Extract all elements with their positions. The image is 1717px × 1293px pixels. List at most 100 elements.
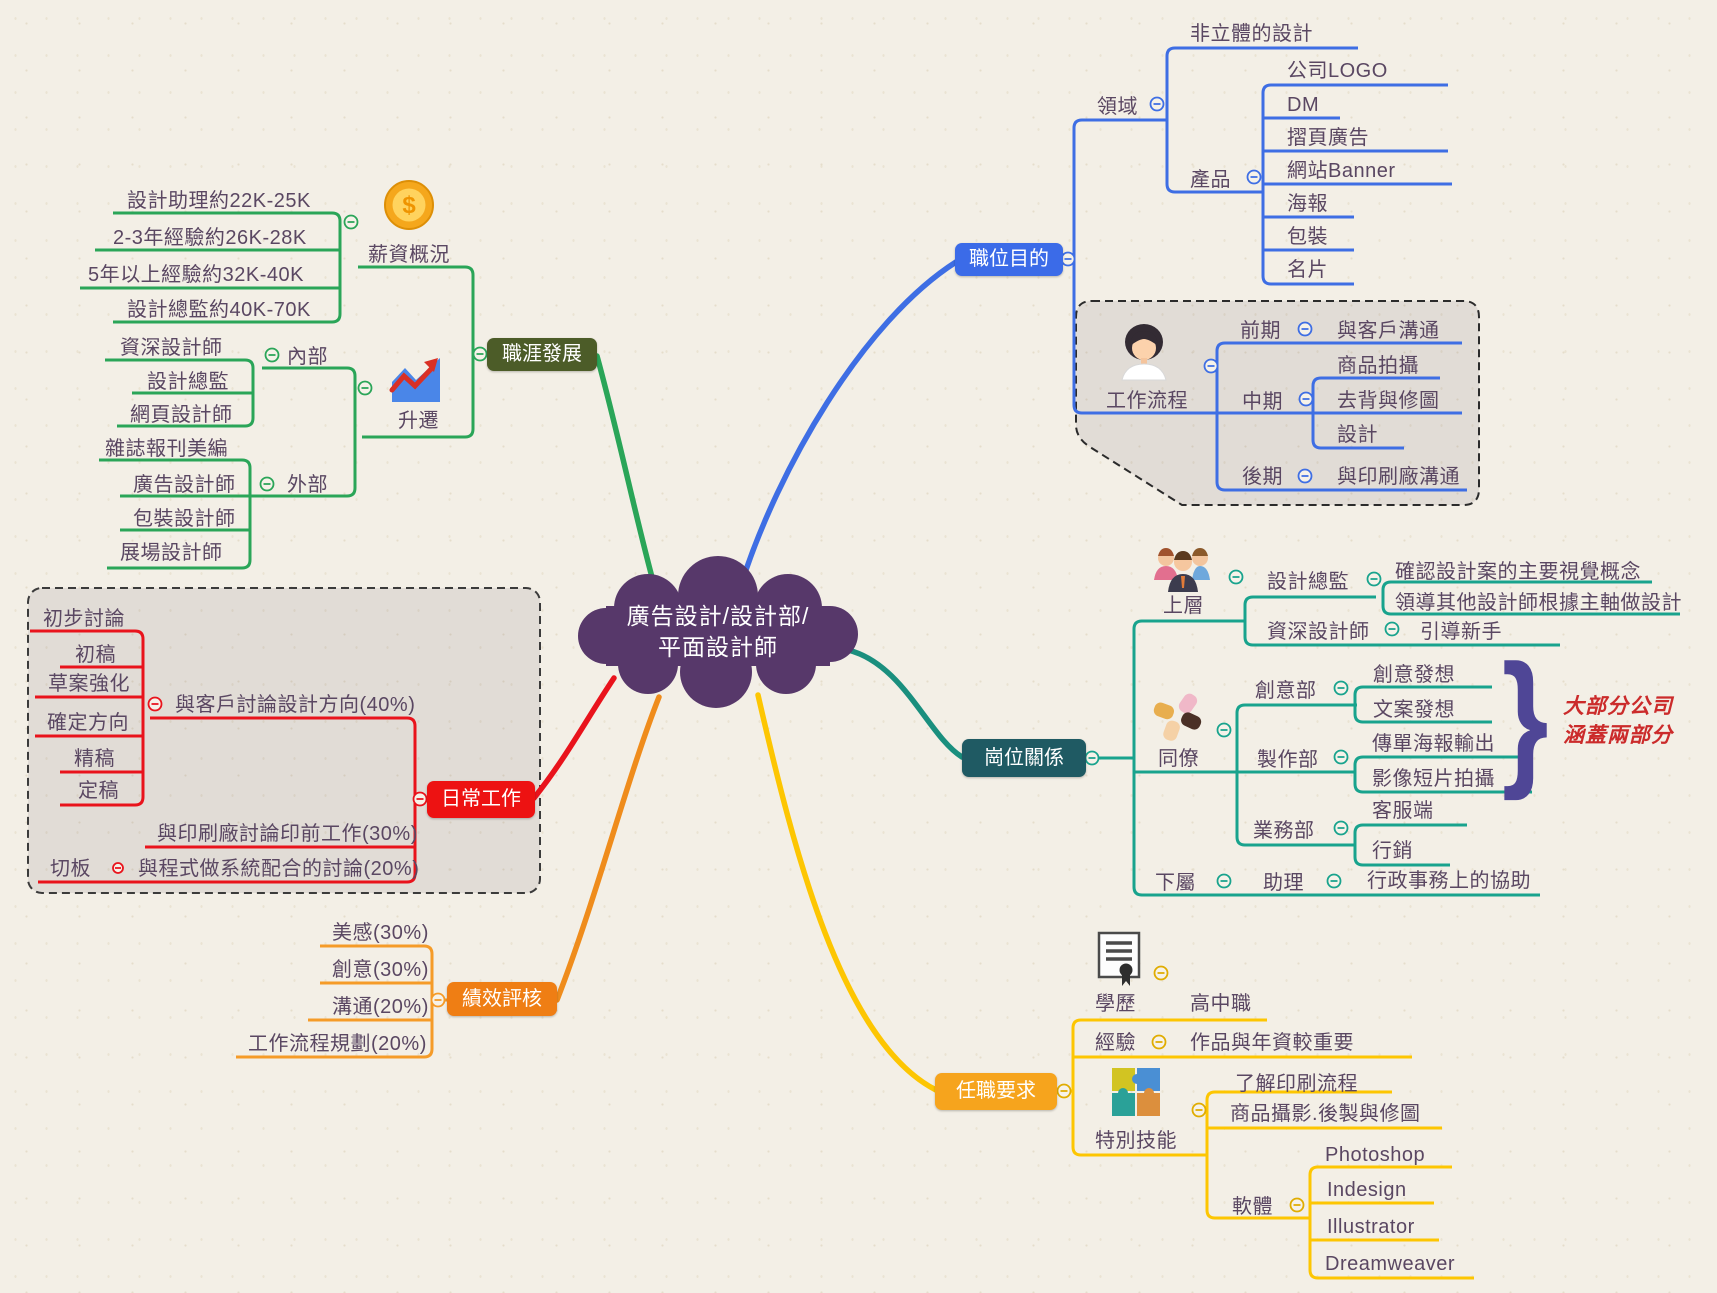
node-early-stage[interactable]: 前期 — [1240, 320, 1281, 342]
node-external-item[interactable]: 展場設計師 — [120, 542, 223, 564]
node-upper-level[interactable]: 上層 — [1163, 595, 1204, 617]
node-step[interactable]: 確定方向 — [47, 712, 129, 734]
collapse-toggles-career[interactable] — [259, 214, 488, 492]
node-production-item[interactable]: 傳單海報輸出 — [1372, 733, 1495, 755]
branch-job-requirements[interactable]: 任職要求 — [935, 1073, 1057, 1110]
collapse-toggles-purpose[interactable] — [1060, 96, 1314, 484]
node-subordinate[interactable]: 下屬 — [1155, 872, 1196, 894]
node-external[interactable]: 外部 — [287, 474, 328, 496]
node-workflow[interactable]: 工作流程 — [1106, 390, 1188, 412]
node-field[interactable]: 領域 — [1097, 96, 1138, 118]
node-experience[interactable]: 經驗 — [1095, 1032, 1136, 1054]
annotation-note: 大部分公司 涵蓋兩部分 — [1563, 695, 1673, 747]
node-mid-item[interactable]: 去背與修圖 — [1337, 390, 1440, 412]
node-creative-item[interactable]: 創意發想 — [1373, 664, 1455, 686]
node-skill-item[interactable]: 商品攝影.後製與修圖 — [1230, 1103, 1421, 1125]
node-design-director[interactable]: 設計總監 — [1267, 571, 1349, 593]
node-product-item[interactable]: 公司LOGO — [1287, 60, 1388, 82]
node-salary-item[interactable]: 設計總監約40K-70K — [127, 299, 311, 321]
node-product-item[interactable]: DM — [1287, 94, 1320, 116]
node-senior-item[interactable]: 引導新手 — [1420, 621, 1502, 643]
branch-career[interactable]: 職涯發展 — [487, 338, 597, 371]
node-skill-item[interactable]: 了解印刷流程 — [1235, 1073, 1358, 1095]
node-software-item[interactable]: Indesign — [1327, 1179, 1407, 1201]
node-education[interactable]: 學歷 — [1095, 993, 1136, 1015]
main-branch-curves — [531, 259, 965, 1093]
node-step[interactable]: 初步討論 — [43, 608, 125, 630]
node-client-discussion[interactable]: 與客戶討論設計方向(40%) — [175, 694, 416, 716]
node-software-item[interactable]: Illustrator — [1327, 1216, 1415, 1238]
curly-brace: } — [1501, 633, 1549, 801]
node-mid-stage[interactable]: 中期 — [1242, 391, 1283, 413]
node-creative-item[interactable]: 文案發想 — [1373, 699, 1455, 721]
node-external-item[interactable]: 廣告設計師 — [133, 474, 236, 496]
node-internal[interactable]: 內部 — [287, 346, 328, 368]
node-mid-item[interactable]: 設計 — [1337, 424, 1378, 446]
collapse-toggles-requirements[interactable] — [1056, 965, 1305, 1213]
node-software-item[interactable]: Dreamweaver — [1325, 1253, 1455, 1275]
node-sales-item[interactable]: 行銷 — [1372, 840, 1413, 862]
node-director-item[interactable]: 領導其他設計師根據主軸做設計 — [1395, 592, 1682, 614]
node-early-item[interactable]: 與客戶溝通 — [1337, 320, 1440, 342]
central-topic-cloud[interactable] — [578, 556, 858, 708]
node-senior-designer[interactable]: 資深設計師 — [1267, 621, 1370, 643]
node-product-item[interactable]: 包裝 — [1287, 226, 1328, 248]
node-salary-overview[interactable]: 薪資概況 — [368, 244, 450, 266]
node-production-item[interactable]: 影像短片拍攝 — [1372, 768, 1495, 790]
node-promotion[interactable]: 升遷 — [398, 410, 439, 432]
node-internal-item[interactable]: 資深設計師 — [120, 337, 223, 359]
node-internal-item[interactable]: 網頁設計師 — [130, 404, 233, 426]
node-director-item[interactable]: 確認設計案的主要視覺概念 — [1395, 561, 1641, 583]
node-product-item[interactable]: 海報 — [1287, 193, 1328, 215]
central-topic[interactable]: 廣告設計/設計部/ 平面設計師 — [626, 603, 810, 660]
node-creative-dept[interactable]: 創意部 — [1255, 680, 1317, 702]
node-step[interactable]: 精稿 — [74, 748, 115, 770]
node-software-item[interactable]: Photoshop — [1325, 1144, 1426, 1166]
branch-daily-work[interactable]: 日常工作 — [427, 781, 535, 818]
node-product[interactable]: 產品 — [1190, 169, 1231, 191]
node-special-skills[interactable]: 特別技能 — [1095, 1130, 1177, 1152]
node-review-item[interactable]: 工作流程規劃(20%) — [248, 1033, 427, 1055]
collapse-toggles-review[interactable] — [430, 992, 446, 1008]
branch-position-relations[interactable]: 崗位關係 — [962, 739, 1086, 777]
node-salary-item[interactable]: 2-3年經驗約26K-28K — [113, 227, 307, 249]
node-education-item[interactable]: 高中職 — [1190, 993, 1252, 1015]
node-software[interactable]: 軟體 — [1232, 1196, 1273, 1218]
node-external-item[interactable]: 包裝設計師 — [133, 508, 236, 530]
node-flat-design[interactable]: 非立體的設計 — [1190, 23, 1313, 45]
branch-performance-review[interactable]: 績效評核 — [447, 982, 557, 1016]
node-review-item[interactable]: 創意(30%) — [332, 959, 429, 981]
node-product-item[interactable]: 網站Banner — [1287, 160, 1396, 182]
node-late-stage[interactable]: 後期 — [1242, 466, 1283, 488]
review-branch-lines — [236, 944, 447, 1059]
node-experience-item[interactable]: 作品與年資較重要 — [1190, 1032, 1354, 1054]
node-assistant-item[interactable]: 行政事務上的協助 — [1367, 870, 1531, 892]
node-peers[interactable]: 同僚 — [1158, 748, 1199, 770]
node-step[interactable]: 草案強化 — [48, 673, 130, 695]
node-sales-item[interactable]: 客服端 — [1372, 800, 1434, 822]
node-review-item[interactable]: 溝通(20%) — [332, 996, 429, 1018]
node-system-discussion[interactable]: 與程式做系統配合的討論(20%) — [138, 858, 420, 880]
branch-job-purpose[interactable]: 職位目的 — [955, 243, 1063, 276]
node-mid-item[interactable]: 商品拍攝 — [1337, 355, 1419, 377]
node-product-item[interactable]: 名片 — [1287, 259, 1328, 281]
node-internal-item[interactable]: 設計總監 — [147, 371, 229, 393]
node-step[interactable]: 定稿 — [78, 780, 119, 802]
node-late-item[interactable]: 與印刷廠溝通 — [1337, 466, 1460, 488]
node-external-item[interactable]: 雜誌報刊美編 — [105, 438, 228, 460]
collapse-toggles-relations[interactable] — [1084, 569, 1400, 889]
node-production-dept[interactable]: 製作部 — [1257, 749, 1319, 771]
node-sales-dept[interactable]: 業務部 — [1253, 820, 1315, 842]
workflow-boundary — [1075, 300, 1480, 506]
node-product-item[interactable]: 摺頁廣告 — [1287, 127, 1369, 149]
node-salary-item[interactable]: 5年以上經驗約32K-40K — [88, 264, 304, 286]
node-assistant[interactable]: 助理 — [1263, 872, 1304, 894]
node-review-item[interactable]: 美感(30%) — [332, 922, 429, 944]
node-salary-item[interactable]: 設計助理約22K-25K — [127, 190, 311, 212]
node-cut-step[interactable]: 切板 — [50, 858, 91, 880]
daily-branch-lines — [30, 629, 427, 884]
node-print-discussion[interactable]: 與印刷廠討論印前工作(30%) — [157, 823, 418, 845]
node-step[interactable]: 初稿 — [75, 644, 116, 666]
collapse-toggles-daily[interactable] — [112, 696, 428, 874]
